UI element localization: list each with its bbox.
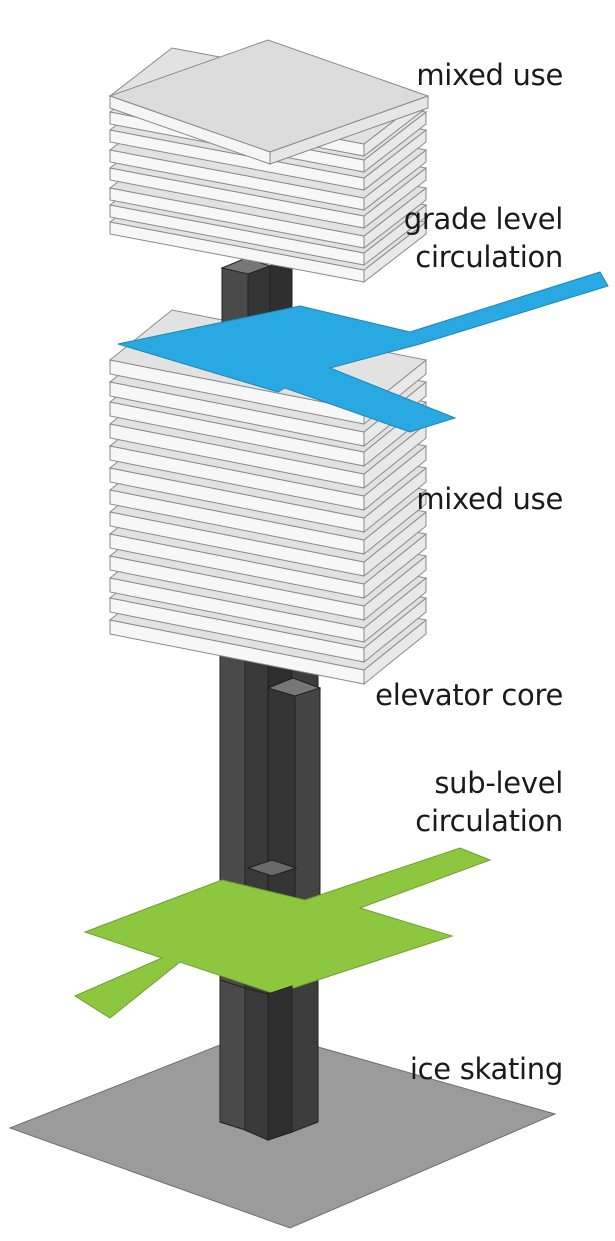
secondary-shaft-notch [246, 859, 298, 877]
top-block-roof-right-face [269, 95, 429, 165]
grade-level-plane [117, 271, 609, 433]
label-sub-level-circulation: sub-level circulation [415, 764, 563, 840]
sub-level-circulation-plane [73, 847, 492, 1019]
secondary-shaft-top [266, 677, 322, 697]
core-front-over-sub-level [219, 979, 246, 1131]
grade-level-circulation-plane [117, 271, 609, 433]
label-grade-level-circulation: grade level circulation [403, 200, 564, 276]
label-mixed-use-top: mixed use [416, 58, 563, 92]
label-ice-skating: ice skating [409, 1052, 563, 1086]
mixed-use-top-block [108, 39, 430, 284]
sub-level-cross-plane [73, 847, 492, 1019]
label-elevator-core: elevator core [375, 678, 563, 712]
core-mid-over-sub-level [244, 987, 269, 1141]
label-grade-level-line-2: circulation [415, 240, 563, 274]
core-right-over-sub-level [267, 985, 293, 1141]
label-sub-level-line-1: sub-level [434, 766, 563, 800]
label-mixed-use-middle: mixed use [416, 482, 563, 516]
label-grade-level-line-1: grade level [403, 202, 564, 236]
label-sub-level-line-2: circulation [415, 804, 563, 838]
